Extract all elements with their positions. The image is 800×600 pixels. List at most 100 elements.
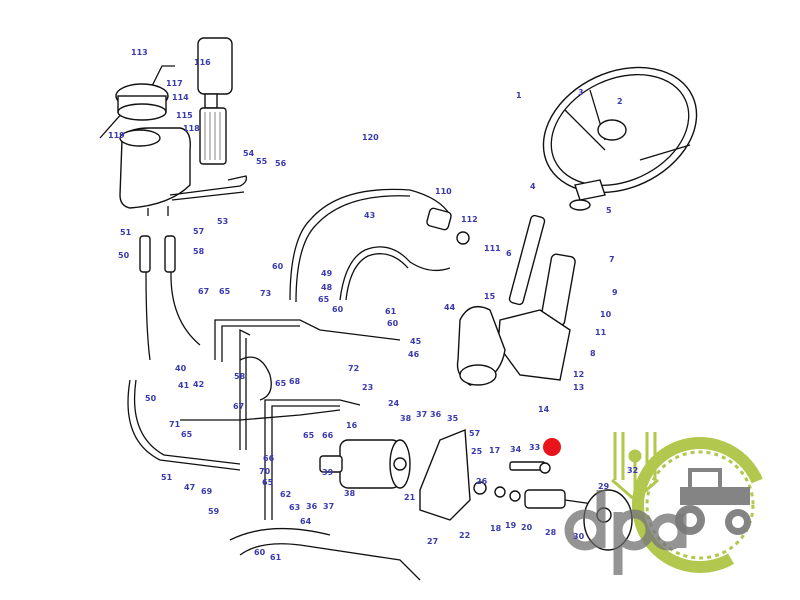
part-label: 8 xyxy=(590,349,596,358)
part-label: 5 xyxy=(606,206,612,215)
part-label: 68 xyxy=(289,377,301,386)
part-label: 37 xyxy=(416,410,427,419)
part-label: 30 xyxy=(573,532,585,541)
part-label: 34 xyxy=(510,445,522,454)
part-label: 50 xyxy=(118,251,130,260)
part-label: 9 xyxy=(612,288,618,297)
part-label: 60 xyxy=(254,548,266,557)
part-label: 115 xyxy=(176,111,193,120)
part-label: 51 xyxy=(120,228,132,237)
part-label: 39 xyxy=(322,468,334,477)
part-label: 28 xyxy=(545,528,557,537)
part-label: 58 xyxy=(234,372,246,381)
part-label: 59 xyxy=(208,507,220,516)
part-label: 26 xyxy=(476,477,488,486)
steering-assembly xyxy=(456,66,698,386)
part-label: 27 xyxy=(427,537,438,546)
part-label: 43 xyxy=(364,211,375,220)
part-label: 46 xyxy=(408,350,420,359)
part-label: 22 xyxy=(459,531,470,540)
part-label: 21 xyxy=(404,493,416,502)
part-label: 120 xyxy=(362,133,379,142)
part-label: 71 xyxy=(169,420,181,429)
part-label: 7 xyxy=(609,255,615,264)
part-label: 36 xyxy=(306,502,318,511)
part-label: 20 xyxy=(521,523,533,532)
part-label: 42 xyxy=(193,380,204,389)
part-label: 118 xyxy=(183,124,200,133)
part-label: 44 xyxy=(444,303,456,312)
part-label: 66 xyxy=(263,454,275,463)
part-label: 29 xyxy=(598,482,610,491)
part-label: 60 xyxy=(332,305,344,314)
part-label: 65 xyxy=(219,287,231,296)
part-label: 113 xyxy=(131,48,148,57)
logo-lettering xyxy=(564,490,687,575)
part-label: 65 xyxy=(275,379,287,388)
part-label: 56 xyxy=(275,159,287,168)
part-label: 61 xyxy=(385,307,397,316)
part-label: 13 xyxy=(573,383,584,392)
part-label: 40 xyxy=(175,364,187,373)
part-label: 70 xyxy=(259,467,271,476)
wheat-icon xyxy=(611,432,659,502)
part-label: 72 xyxy=(348,364,359,373)
part-label: 53 xyxy=(217,217,228,226)
part-label: 10 xyxy=(600,310,612,319)
part-label: 65 xyxy=(262,478,274,487)
part-label: 64 xyxy=(300,517,312,526)
part-label: 50 xyxy=(145,394,157,403)
part-label: 16 xyxy=(346,421,358,430)
part-label: 51 xyxy=(161,473,173,482)
reservoir-assembly xyxy=(99,37,248,361)
part-label: 111 xyxy=(484,244,501,253)
part-label: 61 xyxy=(270,553,282,562)
part-label: 57 xyxy=(193,227,204,236)
part-label: 14 xyxy=(538,405,550,414)
part-label: 54 xyxy=(243,149,255,158)
part-label: 62 xyxy=(280,490,291,499)
part-label: 49 xyxy=(321,269,333,278)
part-label: 63 xyxy=(289,503,300,512)
part-label: 4 xyxy=(530,182,536,191)
part-label: 41 xyxy=(178,381,190,390)
part-label: 65 xyxy=(181,430,193,439)
part-label: 32 xyxy=(627,466,638,475)
part-label: 36 xyxy=(430,410,442,419)
part-label: 33 xyxy=(529,443,540,452)
part-label: 15 xyxy=(484,292,496,301)
part-label: 45 xyxy=(410,337,422,346)
part-label: 73 xyxy=(260,289,271,298)
part-label: 35 xyxy=(447,414,459,423)
highlight-marker[interactable] xyxy=(543,438,561,456)
part-label: 24 xyxy=(388,399,400,408)
dpa-logo xyxy=(564,432,768,575)
part-label: 66 xyxy=(322,431,334,440)
part-label: 47 xyxy=(184,483,195,492)
part-label: 57 xyxy=(469,429,480,438)
part-label: 3 xyxy=(578,88,584,97)
part-label: 110 xyxy=(435,187,452,196)
part-label: 19 xyxy=(505,521,517,530)
part-label: 25 xyxy=(471,447,483,456)
hydraulic-pipes xyxy=(127,188,470,581)
part-label: 38 xyxy=(400,414,412,423)
part-label: 116 xyxy=(194,58,211,67)
part-label: 2 xyxy=(617,97,623,106)
part-label: 55 xyxy=(256,157,268,166)
part-label: 1 xyxy=(516,91,522,100)
part-label: 67 xyxy=(198,287,209,296)
part-label: 37 xyxy=(323,502,334,511)
part-label: 38 xyxy=(344,489,356,498)
part-label: 60 xyxy=(387,319,399,328)
part-label: 112 xyxy=(461,215,478,224)
part-label: 60 xyxy=(272,262,284,271)
part-label: 65 xyxy=(318,295,330,304)
part-label: 23 xyxy=(362,383,373,392)
part-label: 11 xyxy=(595,328,607,337)
part-label: 18 xyxy=(490,524,502,533)
part-label: 114 xyxy=(172,93,189,102)
part-label: 12 xyxy=(573,370,584,379)
